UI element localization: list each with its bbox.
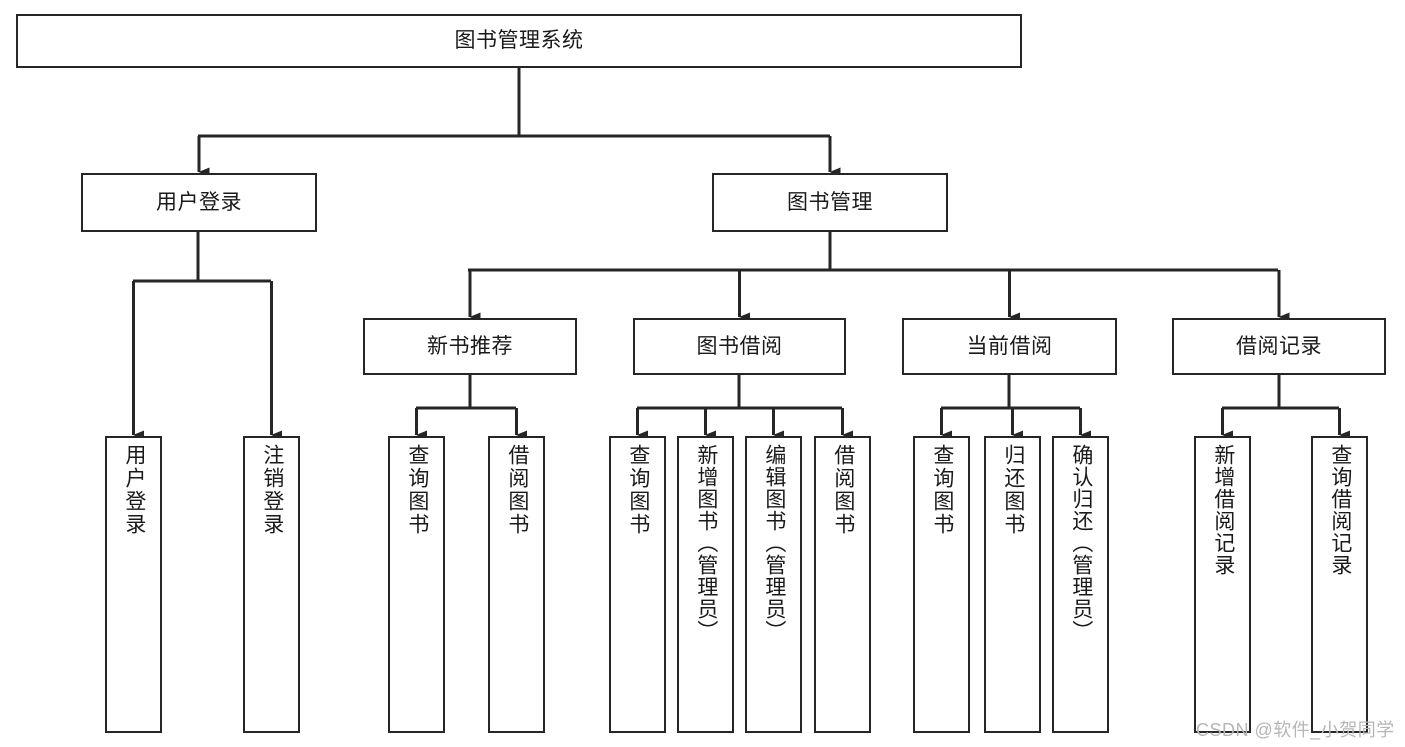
node-label: 确认归还（管理员） (1069, 444, 1093, 642)
node-label: 当前借阅 (966, 334, 1053, 358)
leaf-query-book-1[interactable]: 查询图书 (388, 436, 445, 733)
node-new-book-recommend[interactable]: 新书推荐 (363, 318, 577, 375)
leaf-confirm-return[interactable]: 确认归还（管理员） (1052, 436, 1109, 733)
leaf-logout[interactable]: 注销登录 (243, 436, 300, 733)
node-root-system[interactable]: 图书管理系统 (16, 14, 1022, 68)
node-label: 借阅图书 (831, 444, 855, 536)
node-label: 编辑图书（管理员） (762, 444, 786, 642)
node-label: 新书推荐 (427, 334, 513, 358)
node-borrow-record[interactable]: 借阅记录 (1172, 318, 1386, 375)
node-label: 用户登录 (122, 444, 146, 536)
node-label: 图书管理 (787, 190, 873, 214)
leaf-query-book-3[interactable]: 查询图书 (913, 436, 970, 733)
edges-group (132, 68, 1350, 440)
leaf-user-login[interactable]: 用户登录 (105, 436, 162, 733)
node-label: 查询图书 (405, 444, 429, 536)
node-label: 新增图书（管理员） (694, 444, 718, 642)
node-label: 图书借阅 (696, 334, 783, 358)
leaf-add-borrow-record[interactable]: 新增借阅记录 (1194, 436, 1251, 733)
node-label: 注销登录 (260, 444, 284, 536)
node-label: 图书管理系统 (454, 29, 584, 53)
node-label: 借阅记录 (1236, 334, 1322, 358)
csdn-watermark: CSDN @软件_小贺同学 (1196, 720, 1395, 740)
node-label: 借阅图书 (505, 444, 529, 536)
node-label: 查询图书 (930, 444, 954, 536)
leaf-borrow-book-2[interactable]: 借阅图书 (814, 436, 871, 733)
node-label: 归还图书 (1001, 444, 1025, 536)
node-book-manage[interactable]: 图书管理 (712, 173, 948, 232)
leaf-query-borrow-record[interactable]: 查询借阅记录 (1311, 436, 1368, 733)
leaf-query-book-2[interactable]: 查询图书 (609, 436, 666, 733)
leaf-borrow-book-1[interactable]: 借阅图书 (488, 436, 545, 733)
node-label: 查询借阅记录 (1328, 444, 1352, 576)
node-label: 查询图书 (626, 444, 650, 536)
leaf-edit-book[interactable]: 编辑图书（管理员） (745, 436, 802, 733)
node-current-borrow[interactable]: 当前借阅 (902, 318, 1117, 375)
node-book-borrow[interactable]: 图书借阅 (633, 318, 846, 375)
node-label: 新增借阅记录 (1211, 444, 1235, 576)
leaf-return-book[interactable]: 归还图书 (984, 436, 1041, 733)
node-label: 用户登录 (156, 190, 242, 214)
node-user-login[interactable]: 用户登录 (81, 173, 317, 232)
leaf-add-book[interactable]: 新增图书（管理员） (677, 436, 734, 733)
